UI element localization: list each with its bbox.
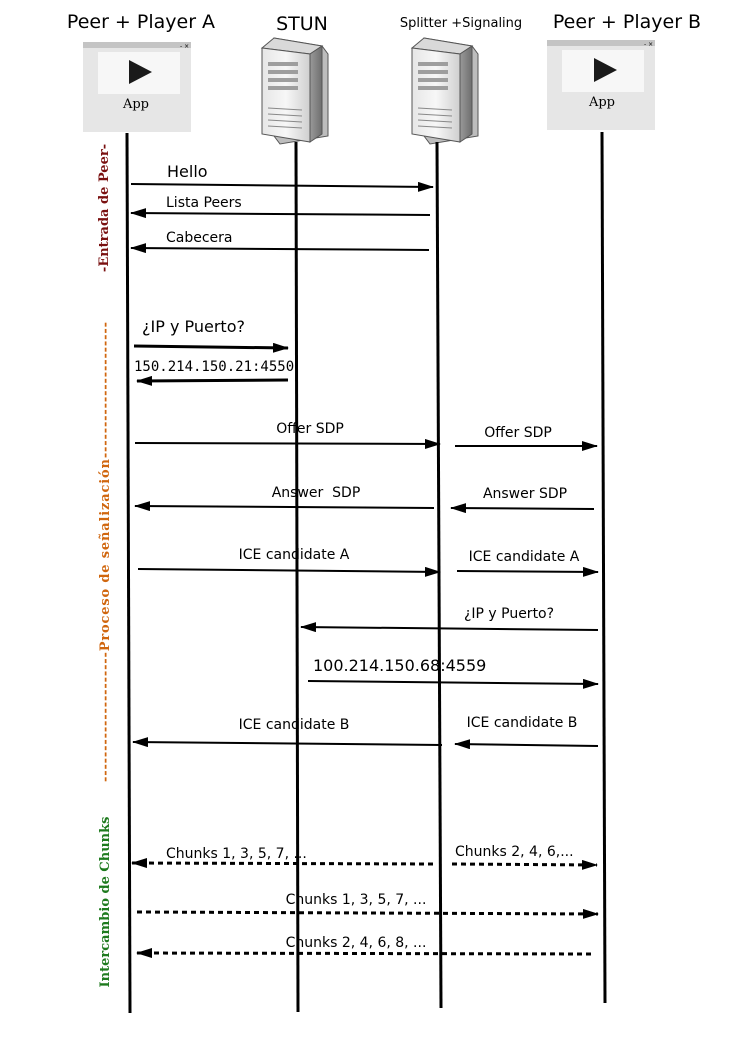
- msg-offer-sdp-2: Offer SDP: [484, 425, 552, 441]
- msg-cabecera: Cabecera: [166, 230, 233, 246]
- msg-lista-peers: Lista Peers: [166, 195, 242, 211]
- splitter-lifeline: [435, 141, 443, 1009]
- section-label-chunks: Intercambio de Chunks: [98, 817, 113, 988]
- app-window-icon: - × App: [547, 40, 655, 130]
- msg-ice-a-2: ICE candidate A: [469, 549, 580, 565]
- msg-addr-b: 100.214.150.68:4559: [313, 656, 486, 675]
- arrow-ice-b-1: [132, 737, 443, 748]
- arrow-chunks-odd-to-a: [131, 858, 434, 869]
- section-label-entrada: -Entrada de Peer-: [97, 144, 112, 272]
- msg-chunks-odd-a-to-b: Chunks 1, 3, 5, 7, ...: [286, 892, 427, 908]
- arrow-answer-sdp-1: [134, 501, 435, 512]
- msg-ip-puerto-a: ¿IP y Puerto?: [142, 317, 245, 336]
- arrow-cabecera: [130, 243, 430, 254]
- arrow-chunks-even-b-to-a: [136, 948, 592, 959]
- msg-chunks-even-b-to-a: Chunks 2, 4, 6, 8, ...: [286, 935, 427, 951]
- msg-chunks-even-to-b: Chunks 2, 4, 6,...: [455, 844, 574, 860]
- section-label-senalizacion: ---------------------Proceso de señaliza…: [98, 322, 113, 782]
- peer-b-lifeline: [600, 131, 607, 1004]
- msg-hello: Hello: [167, 162, 208, 181]
- msg-answer-sdp-1: Answer SDP: [272, 485, 361, 501]
- msg-ice-b-1: ICE candidate B: [239, 717, 350, 733]
- msg-addr-a: 150.214.150.21:4550: [134, 359, 294, 375]
- svg-text:- ×: - ×: [644, 41, 653, 48]
- msg-ice-b-2: ICE candidate B: [467, 715, 578, 731]
- arrow-offer-sdp-1: [134, 438, 441, 449]
- arrow-chunks-odd-a-to-b: [136, 908, 599, 919]
- stun-lifeline: [294, 141, 300, 1013]
- arrow-chunks-even-to-b: [451, 859, 598, 870]
- peer-a-title: Peer + Player A: [67, 11, 215, 33]
- arrow-ice-a-2: [456, 566, 599, 577]
- msg-offer-sdp-1: Offer SDP: [276, 421, 344, 437]
- stun-title: STUN: [276, 13, 328, 35]
- arrow-addr-b: [307, 678, 599, 689]
- app-window-icon: - × App: [83, 42, 191, 132]
- arrow-ice-a-1: [137, 566, 441, 577]
- arrow-ice-b-2: [454, 739, 599, 750]
- arrow-addr-a: [136, 375, 289, 386]
- arrow-ip-puerto-a: [133, 342, 289, 353]
- peer-b-title: Peer + Player B: [553, 11, 701, 33]
- msg-chunks-odd-to-a: Chunks 1, 3, 5, 7, ...: [166, 846, 307, 862]
- arrow-answer-sdp-2: [450, 503, 595, 514]
- msg-ip-puerto-b: ¿IP y Puerto?: [464, 606, 554, 622]
- splitter-title: Splitter +Signaling: [400, 16, 522, 31]
- app-label-a: App: [122, 97, 149, 112]
- svg-text:- ×: - ×: [180, 43, 189, 50]
- server-tower-icon: [260, 37, 329, 145]
- app-label-b: App: [588, 95, 615, 110]
- arrow-ip-puerto-b: [300, 622, 599, 633]
- arrow-hello: [130, 181, 434, 192]
- server-tower-icon: [410, 37, 479, 145]
- msg-ice-a-1: ICE candidate A: [239, 547, 350, 563]
- msg-answer-sdp-2: Answer SDP: [483, 486, 567, 502]
- peer-a-lifeline: [125, 132, 132, 1014]
- arrow-lista-peers: [130, 208, 431, 219]
- play-icon: [129, 60, 152, 84]
- play-icon: [594, 58, 617, 82]
